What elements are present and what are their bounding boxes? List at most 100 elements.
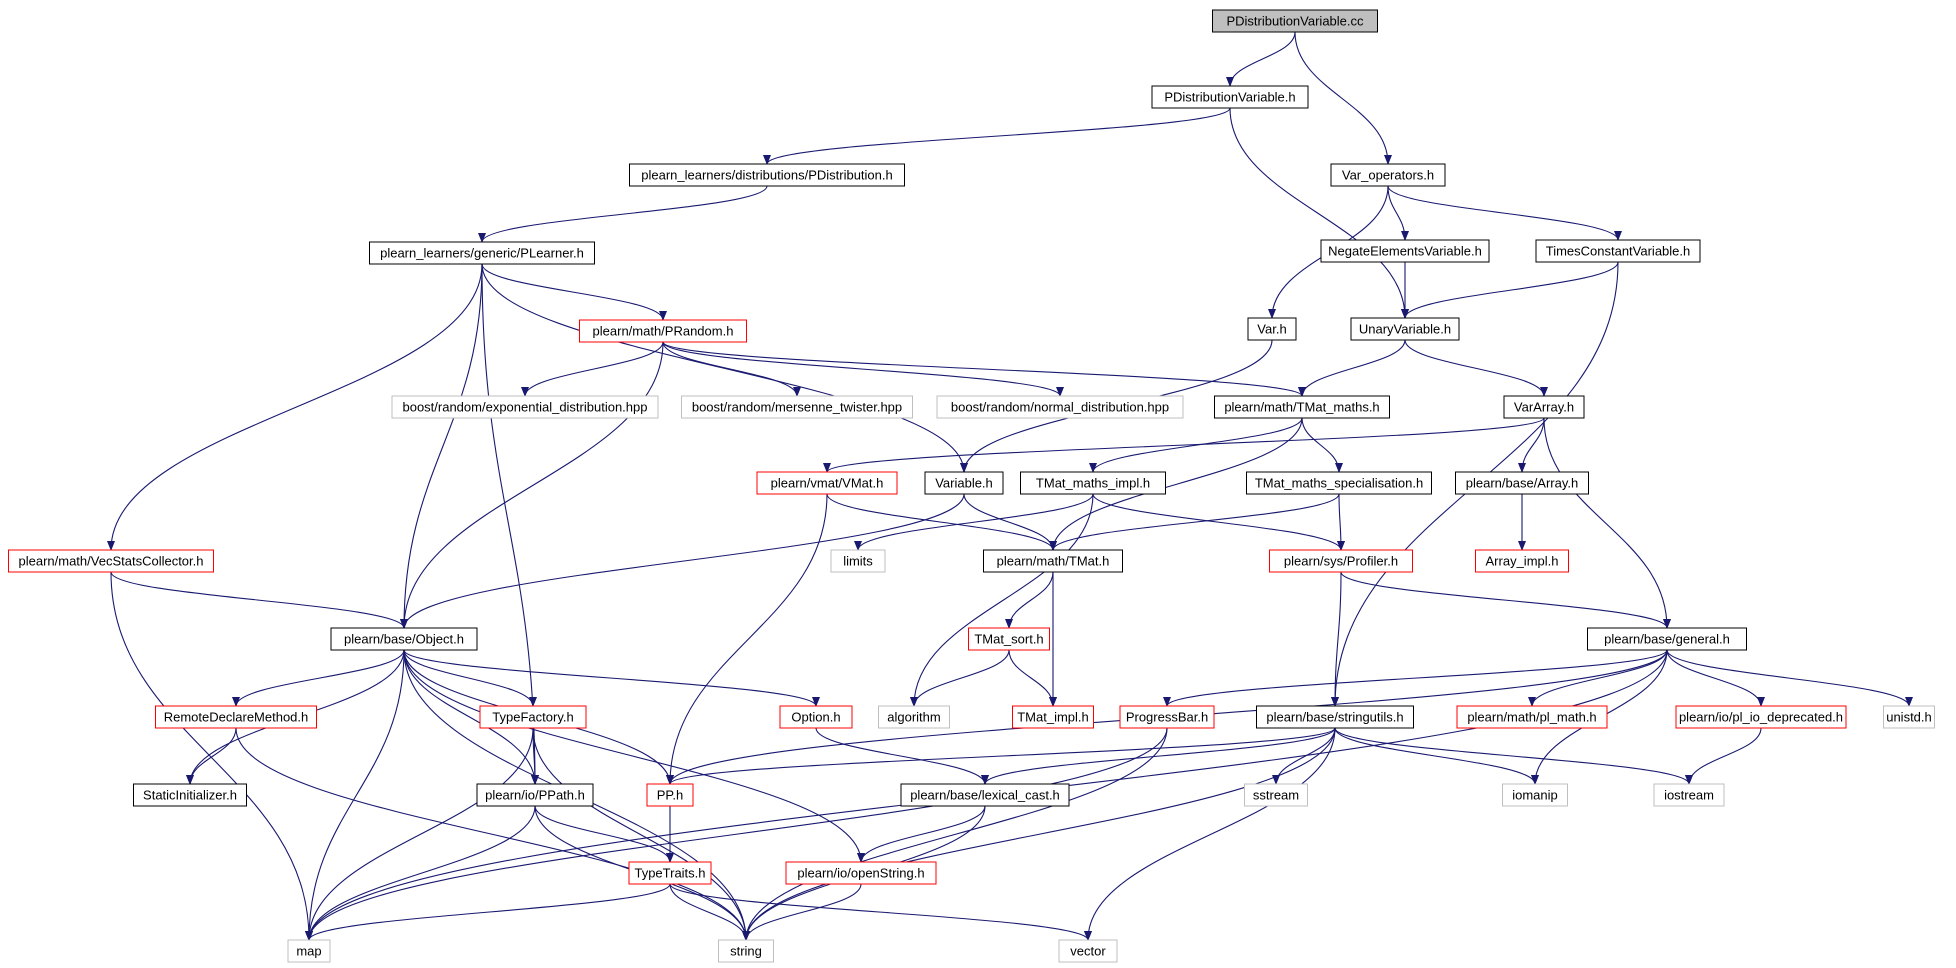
edge-general-to-progressbar bbox=[1163, 649, 1668, 707]
node-negate[interactable]: NegateElementsVariable.h bbox=[1320, 239, 1490, 263]
node-tmat_maths_spec[interactable]: TMat_maths_specialisation.h bbox=[1246, 471, 1432, 495]
edge-plearner-to-variable bbox=[481, 263, 968, 473]
node-box bbox=[1455, 471, 1589, 495]
edge-prandom-to-tmat_maths bbox=[662, 341, 1306, 397]
node-openstring[interactable]: plearn/io/openString.h bbox=[785, 861, 937, 885]
edge-ppath-to-typetraits bbox=[534, 805, 674, 863]
edge-prandom-to-boost_mt bbox=[662, 341, 801, 397]
node-pp_h[interactable]: PP.h bbox=[646, 783, 694, 807]
node-tmat_maths_impl[interactable]: TMat_maths_impl.h bbox=[1020, 471, 1166, 495]
node-box bbox=[287, 939, 331, 963]
edge-tmat_maths_impl-to-limits bbox=[854, 493, 1094, 551]
node-tmat_sort[interactable]: TMat_sort.h bbox=[968, 627, 1050, 651]
node-box bbox=[681, 395, 913, 419]
node-var_h[interactable]: Var.h bbox=[1247, 317, 1297, 341]
node-pdistvar_h[interactable]: PDistributionVariable.h bbox=[1151, 85, 1309, 109]
edge-remotedeclare-to-staticinit bbox=[186, 727, 237, 785]
node-box bbox=[830, 549, 886, 573]
node-label: ProgressBar.h bbox=[1126, 710, 1208, 725]
node-staticinit[interactable]: StaticInitializer.h bbox=[133, 783, 247, 807]
edge-typetraits-to-vector bbox=[669, 883, 1092, 941]
edge-vmat-to-pp_h bbox=[666, 493, 828, 785]
edge-typefactory-to-string bbox=[532, 727, 750, 941]
node-label: PP.h bbox=[657, 788, 684, 803]
node-box bbox=[1320, 239, 1490, 263]
node-box bbox=[1012, 705, 1094, 729]
node-label: plearn/io/openString.h bbox=[797, 866, 924, 881]
node-tmat_maths[interactable]: plearn/math/TMat_maths.h bbox=[1214, 395, 1390, 419]
node-typefactory[interactable]: TypeFactory.h bbox=[479, 705, 587, 729]
node-array_h[interactable]: plearn/base/Array.h bbox=[1455, 471, 1589, 495]
node-box bbox=[1535, 239, 1701, 263]
node-box bbox=[779, 705, 853, 729]
node-label: plearn/base/stringutils.h bbox=[1266, 710, 1403, 725]
node-box bbox=[1058, 939, 1118, 963]
node-ppath[interactable]: plearn/io/PPath.h bbox=[476, 783, 594, 807]
node-box bbox=[1502, 783, 1568, 807]
node-variable[interactable]: Variable.h bbox=[924, 471, 1004, 495]
node-label: vector bbox=[1070, 944, 1106, 959]
node-box bbox=[983, 549, 1123, 573]
edge-variable-to-object bbox=[400, 493, 965, 629]
node-prandom[interactable]: plearn/math/PRandom.h bbox=[579, 319, 747, 343]
node-box bbox=[1350, 317, 1460, 341]
node-pl_math[interactable]: plearn/math/pl_math.h bbox=[1456, 705, 1608, 729]
edge-prandom-to-boost_normal bbox=[662, 341, 1064, 397]
node-label: plearn/math/pl_math.h bbox=[1467, 710, 1596, 725]
nodes-layer: PDistributionVariable.ccPDistributionVar… bbox=[8, 9, 1935, 963]
edge-stringutils-to-string bbox=[742, 727, 1336, 941]
node-pdistribution[interactable]: plearn_learners/distributions/PDistribut… bbox=[629, 163, 905, 187]
node-vecstats[interactable]: plearn/math/VecStatsCollector.h bbox=[8, 549, 214, 573]
node-pl_io_dep[interactable]: plearn/io/pl_io_deprecated.h bbox=[1675, 705, 1847, 729]
edge-tmat_maths_spec-to-profiler bbox=[1336, 493, 1345, 551]
node-array_impl[interactable]: Array_impl.h bbox=[1475, 549, 1569, 573]
edge-profiler-to-general bbox=[1340, 571, 1671, 629]
node-progressbar[interactable]: ProgressBar.h bbox=[1119, 705, 1215, 729]
node-box bbox=[628, 861, 712, 885]
node-vararray[interactable]: VarArray.h bbox=[1503, 395, 1585, 419]
node-tmat_impl[interactable]: TMat_impl.h bbox=[1012, 705, 1094, 729]
edge-lexical_cast-to-openstring bbox=[857, 805, 986, 863]
node-root[interactable]: PDistributionVariable.cc bbox=[1212, 9, 1378, 33]
node-timesconst[interactable]: TimesConstantVariable.h bbox=[1535, 239, 1701, 263]
node-general[interactable]: plearn/base/general.h bbox=[1587, 627, 1747, 651]
node-label: plearn/base/general.h bbox=[1604, 632, 1730, 647]
node-label: PDistributionVariable.cc bbox=[1226, 14, 1364, 29]
node-unaryvar[interactable]: UnaryVariable.h bbox=[1350, 317, 1460, 341]
node-tmat_h[interactable]: plearn/math/TMat.h bbox=[983, 549, 1123, 573]
node-label: plearn/math/PRandom.h bbox=[593, 324, 734, 339]
node-label: map bbox=[296, 944, 321, 959]
node-lexical_cast[interactable]: plearn/base/lexical_cast.h bbox=[900, 783, 1070, 807]
node-plearner[interactable]: plearn_learners/generic/PLearner.h bbox=[369, 241, 595, 265]
edge-ppath-to-map bbox=[305, 805, 536, 941]
node-box bbox=[1475, 549, 1569, 573]
node-label: Array_impl.h bbox=[1486, 554, 1559, 569]
node-option[interactable]: Option.h bbox=[779, 705, 853, 729]
edge-plearner-to-prandom bbox=[481, 263, 667, 321]
edge-vararray-to-vmat bbox=[823, 417, 1545, 473]
edge-general-to-pl_io_dep bbox=[1666, 649, 1765, 707]
node-box bbox=[369, 241, 595, 265]
node-box bbox=[1653, 783, 1725, 807]
node-label: plearn_learners/generic/PLearner.h bbox=[380, 246, 584, 261]
node-label: plearn/io/pl_io_deprecated.h bbox=[1679, 710, 1843, 725]
node-box bbox=[936, 395, 1184, 419]
edge-object-to-option bbox=[403, 649, 820, 707]
node-typetraits[interactable]: TypeTraits.h bbox=[628, 861, 712, 885]
edge-stringutils-to-sstream bbox=[1272, 727, 1336, 785]
node-box bbox=[155, 705, 317, 729]
node-object[interactable]: plearn/base/Object.h bbox=[330, 627, 478, 651]
edge-progressbar-to-map bbox=[305, 727, 1168, 941]
node-stringutils[interactable]: plearn/base/stringutils.h bbox=[1256, 705, 1414, 729]
node-remotedeclare[interactable]: RemoteDeclareMethod.h bbox=[155, 705, 317, 729]
node-box bbox=[924, 471, 1004, 495]
node-label: boost/random/mersenne_twister.hpp bbox=[692, 400, 902, 415]
node-label: limits bbox=[843, 554, 873, 569]
node-profiler[interactable]: plearn/sys/Profiler.h bbox=[1269, 549, 1413, 573]
node-vmat[interactable]: plearn/vmat/VMat.h bbox=[756, 471, 898, 495]
node-box bbox=[1587, 627, 1747, 651]
edge-timesconst-to-unaryvar bbox=[1401, 261, 1619, 319]
node-var_operators[interactable]: Var_operators.h bbox=[1330, 163, 1446, 187]
node-label: StaticInitializer.h bbox=[143, 788, 237, 803]
